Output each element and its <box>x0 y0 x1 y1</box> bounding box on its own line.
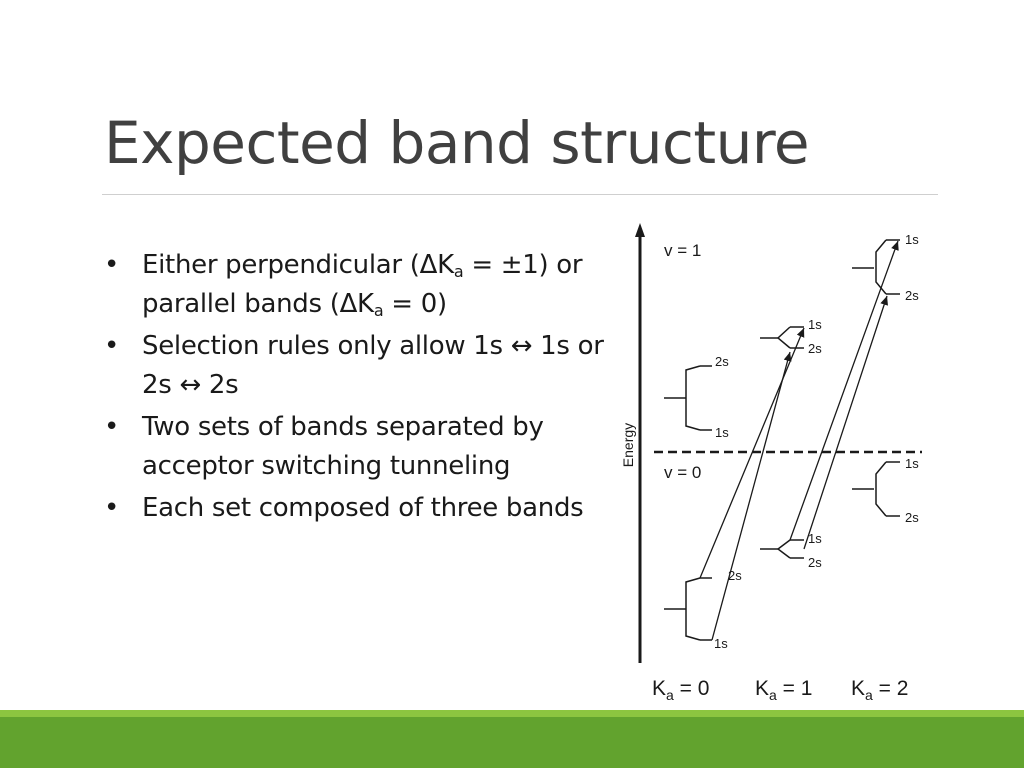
transition-arrow <box>699 327 805 579</box>
ka0-lower-1s-label: 1s <box>714 636 728 651</box>
bullet-dot-icon: • <box>104 493 120 523</box>
bullet-subscript: a <box>453 262 464 281</box>
bullet-dot-icon: • <box>104 412 120 442</box>
ka2-lower-1s-label: 1s <box>905 456 919 471</box>
bullet-item: • Selection rules only allow 1s ↔ 1s or … <box>104 327 604 405</box>
bullet-item: • Either perpendicular (ΔKa = ±1) or par… <box>104 246 604 324</box>
ka2-upper-1s-label: 1s <box>905 232 919 247</box>
ka2-upper-2s-label: 2s <box>905 288 919 303</box>
bullet-dot-icon: • <box>104 250 120 280</box>
bullet-item: • Two sets of bands separated by accepto… <box>104 408 604 486</box>
ka2-label: Ka = 2 <box>851 677 908 703</box>
transition-arrow <box>803 295 888 550</box>
bullet-text: Two sets of bands separated by acceptor … <box>142 412 544 481</box>
v0-label: v = 0 <box>664 463 701 482</box>
ka0-upper-levels <box>664 365 712 431</box>
bullet-text-post: = 0) <box>383 289 447 319</box>
footer-bar <box>0 717 1024 768</box>
ka1-lower-levels <box>760 539 804 559</box>
v1-label: v = 1 <box>664 241 701 260</box>
ka1-lower-2s-label: 2s <box>808 555 822 570</box>
ka2-lower-2s-label: 2s <box>905 510 919 525</box>
ka1-label: Ka = 1 <box>755 677 812 703</box>
transition-arrow <box>711 351 792 641</box>
bullet-subscript: a <box>373 301 384 320</box>
footer-accent-strip <box>0 710 1024 717</box>
slide-title: Expected band structure <box>104 109 810 177</box>
bullet-text: Each set composed of three bands <box>142 493 584 523</box>
ka1-upper-2s-label: 2s <box>808 341 822 356</box>
ka0-upper-2s-label: 2s <box>715 354 729 369</box>
bullet-item: • Each set composed of three bands <box>104 489 604 528</box>
bullet-text-mid: = ±1) or parallel bands (ΔK <box>142 250 583 319</box>
bullet-text: Selection rules only allow 1s ↔ 1s or 2s… <box>142 331 604 400</box>
title-divider <box>102 194 938 195</box>
transition-arrow <box>789 240 899 541</box>
ka1-lower-1s-label: 1s <box>808 531 822 546</box>
ka0-label: Ka = 0 <box>652 677 709 703</box>
ka0-lower-2s-label: 2s <box>728 568 742 583</box>
ka2-upper-levels <box>852 239 900 295</box>
ka1-upper-levels <box>760 326 804 349</box>
ka0-lower-levels <box>664 577 712 641</box>
bullet-dot-icon: • <box>104 331 120 361</box>
bullet-text-pre: Either perpendicular (ΔK <box>142 250 454 280</box>
ka1-upper-1s-label: 1s <box>808 317 822 332</box>
transition-arrows <box>699 240 899 641</box>
energy-axis-label: Energy <box>620 423 636 467</box>
ka0-upper-1s-label: 1s <box>715 425 729 440</box>
bullet-list: • Either perpendicular (ΔKa = ±1) or par… <box>104 246 604 531</box>
ka2-lower-levels <box>852 461 900 517</box>
band-structure-diagram: Energy v = 1 v = 0 2s 1s 2s 1s <box>620 223 922 703</box>
